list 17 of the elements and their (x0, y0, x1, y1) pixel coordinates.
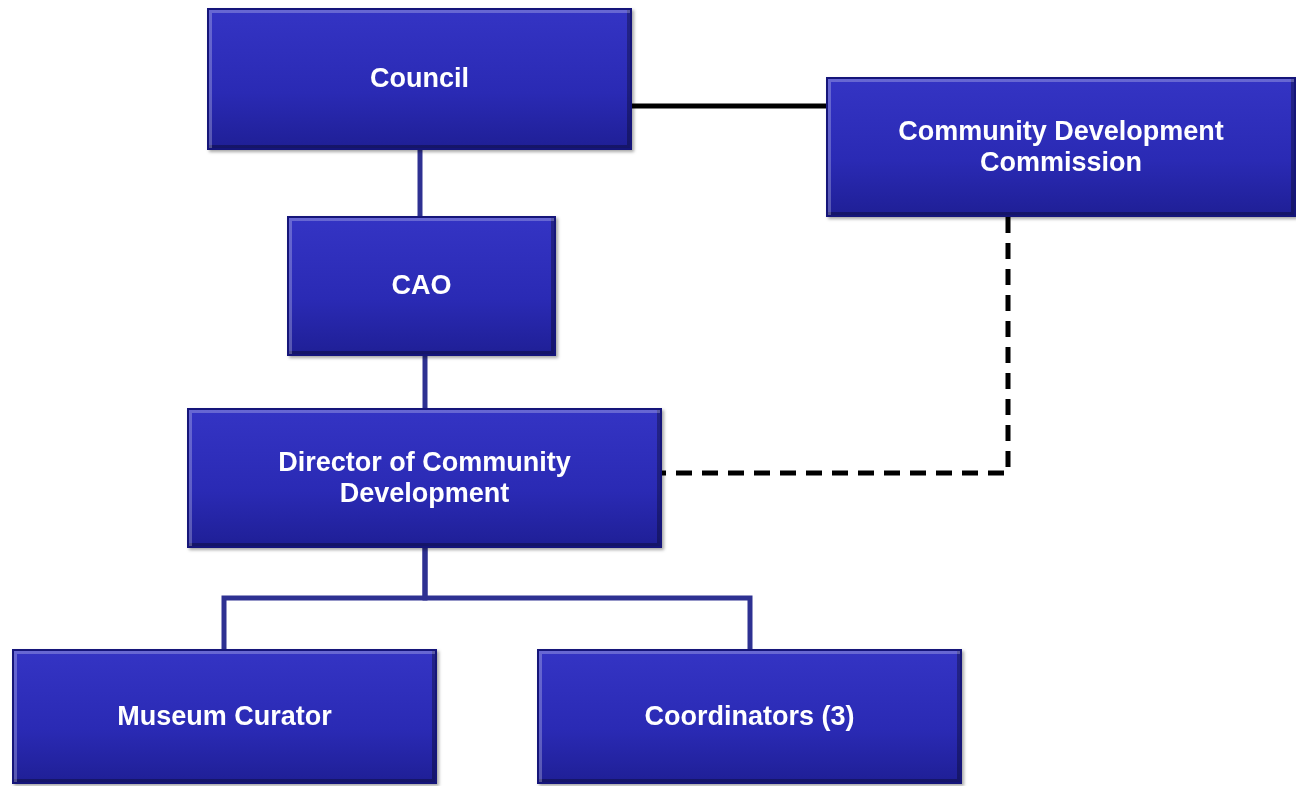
role-title: Museum Curator (116, 700, 333, 732)
role-title: Director of Community Development (277, 446, 572, 510)
org-box (12, 649, 437, 784)
connector-line (417, 150, 423, 216)
role-title: CAO (390, 270, 453, 302)
org-box (826, 77, 1296, 217)
org-box (207, 8, 632, 150)
org-box (187, 408, 662, 548)
role-title: Community Development Commission (897, 115, 1225, 179)
org-box (287, 216, 556, 356)
dashed-connector-line (662, 217, 1011, 476)
connector-line (632, 103, 826, 109)
connector-line (422, 356, 428, 408)
role-title: Council (369, 63, 470, 95)
org-box (537, 649, 962, 784)
connector-line (422, 548, 753, 649)
role-title: Coordinators (3) (643, 700, 856, 732)
